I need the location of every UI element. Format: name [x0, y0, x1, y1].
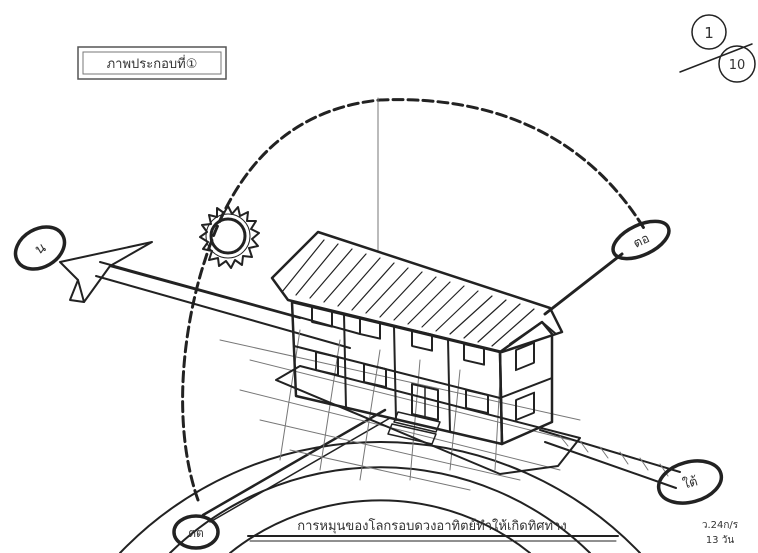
north-label: น: [32, 239, 49, 258]
ground-shading: [220, 330, 580, 490]
south-label: ใต้: [681, 473, 699, 492]
corner-note: ว.24ก/ร 13 วัน: [702, 520, 739, 546]
page-number: 1: [704, 24, 714, 42]
page-total: 10: [729, 58, 746, 73]
caption-text: การหมุนของโลกรอบดวงอาทิตย์ทำให้เกิดทิศทา…: [297, 518, 567, 534]
sun-icon: [200, 206, 259, 268]
east-label: ตอ: [631, 231, 652, 251]
page-counter: 1 10: [680, 15, 755, 82]
west-label: ตต: [188, 526, 204, 540]
corner-note-line2: 13 วัน: [706, 535, 735, 546]
title-box-text: ภาพประกอบที่①: [107, 55, 198, 72]
caption-box: การหมุนของโลกรอบดวงอาทิตย์ทำให้เกิดทิศทา…: [248, 518, 618, 541]
title-box: ภาพประกอบที่①: [78, 47, 226, 79]
corner-note-line1: ว.24ก/ร: [702, 520, 739, 531]
north-marker: น: [8, 219, 72, 278]
house-gable-wall: [500, 322, 552, 444]
south-marker: ใต้: [540, 430, 726, 510]
east-marker: ตอ: [545, 214, 675, 314]
